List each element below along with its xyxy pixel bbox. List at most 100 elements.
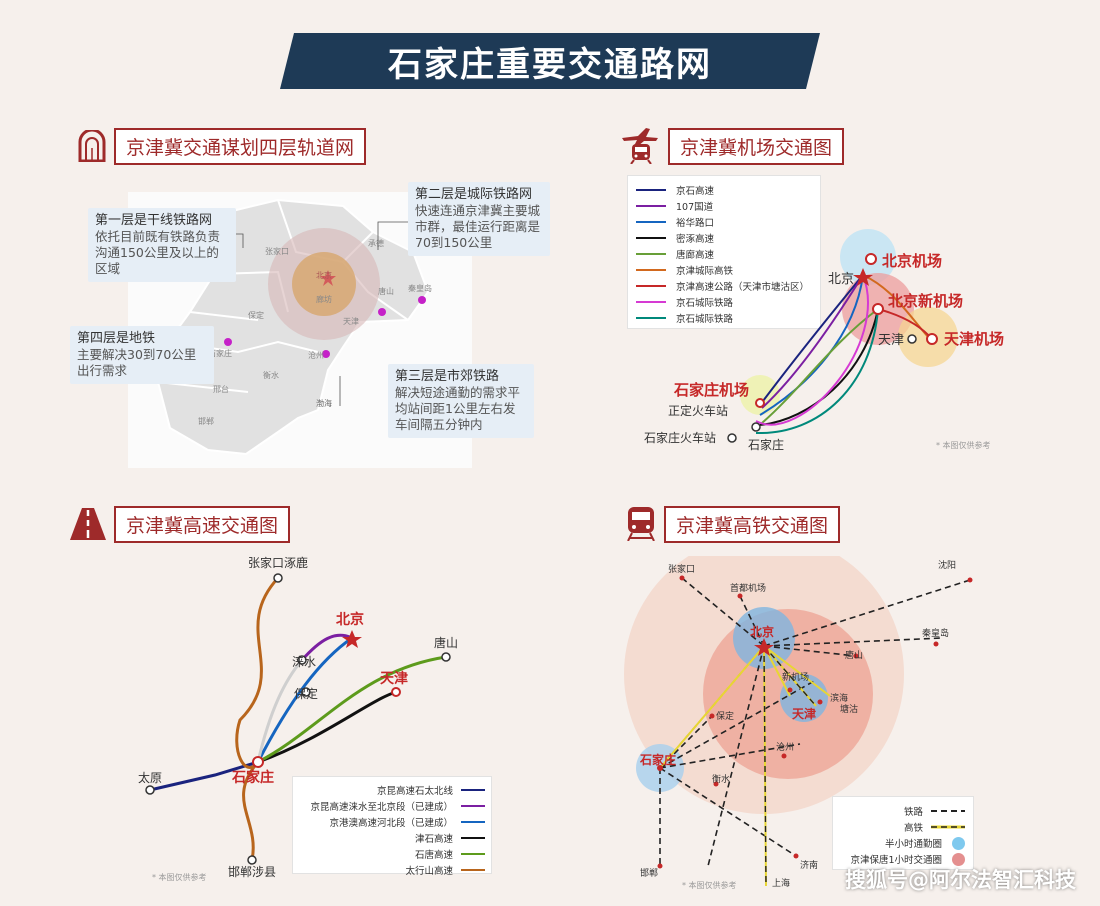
layer4-title: 第四层是地铁 xyxy=(77,331,156,346)
label-shijiazhuang: 石家庄 xyxy=(208,348,232,358)
route-jingshi-intercity-teal xyxy=(755,308,879,435)
hsr-legend-rail: 铁路 xyxy=(841,803,965,819)
hsr-legend-one-hour: 京津保唐1小时交通圈 xyxy=(841,851,965,867)
hsr-section-title: 京津冀高铁交通图 xyxy=(664,505,841,543)
hw-jingkun-laishui xyxy=(300,633,353,662)
airport-note: * 本图仅供参考 xyxy=(936,440,991,450)
train-icon xyxy=(627,507,655,541)
airport-legend-item: 京津城际高铁 xyxy=(636,262,820,278)
legend-label: 京津城际高铁 xyxy=(676,266,734,277)
label-tangshan: 唐山 xyxy=(845,649,863,661)
hsr-legend: 铁路 高铁 半小时通勤圈 京津保唐1小时交通圈 xyxy=(832,796,974,870)
label-baoding: 保定 xyxy=(294,686,318,701)
label-tianjin: 天津 xyxy=(380,670,408,687)
highway-legend-item: 京昆高速涞水至北京段（已建成） xyxy=(293,798,485,814)
highway-legend-item: 津石高速 xyxy=(293,830,485,846)
hsr-legend-rail-label: 铁路 xyxy=(903,807,923,818)
airport-legend-item: 京津高速公路（天津市塘沽区） xyxy=(636,278,820,294)
legend-swatch xyxy=(461,789,485,791)
label-sjz: 石家庄 xyxy=(231,769,274,786)
beijing-star xyxy=(853,268,873,286)
label-tianjin: 天津 xyxy=(878,333,904,348)
route-tanglang-expressway xyxy=(761,308,879,424)
rail-section-title: 京津冀交通谋划四层轨道网 xyxy=(114,127,367,165)
label-tangshan: 唐山 xyxy=(434,635,458,650)
legend-swatch xyxy=(636,189,666,191)
legend-label: 唐廊高速 xyxy=(676,250,715,261)
legend-label: 密涿高速 xyxy=(676,234,715,245)
legend-swatch xyxy=(636,221,666,223)
legend-label: 京昆高速涞水至北京段（已建成） xyxy=(310,802,453,813)
title-banner xyxy=(280,33,820,89)
label-tianjin: 天津 xyxy=(343,316,359,326)
label-handan: 邯郸 xyxy=(640,867,658,879)
airport-legend-item: 京石城际铁路 xyxy=(636,294,820,310)
airport-legend-item: 京石高速 xyxy=(636,182,820,198)
hsr-note: * 本图仅供参考 xyxy=(682,880,737,890)
airport-legend-item: 裕华路口 xyxy=(636,214,820,230)
route-107-national xyxy=(761,274,864,409)
legend-swatch xyxy=(461,837,485,839)
hsr-dashed-swatch xyxy=(931,825,965,829)
label-qinhuangdao: 秦皇岛 xyxy=(408,283,432,293)
label-beijing: 北京 xyxy=(336,611,364,628)
label-hengshui: 衡水 xyxy=(263,370,279,380)
legend-swatch xyxy=(461,853,485,855)
hsr-legend-hsr: 高铁 xyxy=(841,819,965,835)
label-chengde: 承德 xyxy=(368,238,384,248)
label-sjz-station: 石家庄火车站 xyxy=(644,430,716,445)
label-shenyang: 沈阳 xyxy=(938,559,956,571)
page-title: 石家庄重要交通路网 xyxy=(388,44,712,85)
label-langfang: 廊坊 xyxy=(316,294,332,304)
layer3-title: 第三层是市郊铁路 xyxy=(395,369,500,384)
label-hengshui: 衡水 xyxy=(712,773,730,785)
layer3-body: 解决短途通勤的需求平均站间距1公里左右发车间隔五分钟内 xyxy=(395,385,521,432)
legend-swatch xyxy=(636,253,666,255)
label-beijing: 北京 xyxy=(750,624,774,639)
label-tianjin: 天津 xyxy=(792,706,816,721)
layer1-body: 依托目前既有铁路负责沟通150公里及以上的区域 xyxy=(95,229,221,276)
label-beijing: 北京 xyxy=(828,272,854,287)
label-beijing: 北京 xyxy=(316,270,332,280)
airport-section-header: 京津冀机场交通图 xyxy=(620,127,845,165)
legend-swatch xyxy=(636,205,666,207)
label-cangzhou: 沧州 xyxy=(776,741,794,753)
rail-section-header: 京津冀交通谋划四层轨道网 xyxy=(78,127,367,165)
label-zhangjiakou: 张家口 xyxy=(265,246,289,256)
layer4-body: 主要解决30到70公里出行需求 xyxy=(77,347,197,378)
label-handan: 邯郸 xyxy=(198,416,214,426)
beijing-star xyxy=(342,630,362,648)
rail-layer4-callout: 第四层是地铁 主要解决30到70公里出行需求 xyxy=(70,326,214,384)
legend-swatch xyxy=(636,317,666,319)
legend-label: 津石高速 xyxy=(414,834,453,845)
legend-label: 京昆高速石太北线 xyxy=(376,786,453,797)
beijing-star xyxy=(754,638,774,656)
hsr-legend-half-hour: 半小时通勤圈 xyxy=(841,835,965,851)
legend-swatch xyxy=(636,285,666,287)
hw-grey xyxy=(256,659,304,763)
hsr-legend-half-hour-label: 半小时通勤圈 xyxy=(884,839,942,850)
label-sjz-airport: 石家庄机场 xyxy=(673,381,749,399)
label-baoding: 保定 xyxy=(716,710,734,722)
label-zjk: 张家口 xyxy=(668,563,695,575)
hw-jinshi xyxy=(257,690,397,764)
legend-label: 京港澳高速河北段（已建成） xyxy=(329,818,453,829)
highway-legend-item: 京昆高速石太北线 xyxy=(293,782,485,798)
one-hour-swatch xyxy=(952,852,965,866)
airport-section-title: 京津冀机场交通图 xyxy=(668,127,845,165)
legend-label: 京石城际铁路 xyxy=(676,298,734,309)
legend-label: 京津高速公路（天津市塘沽区） xyxy=(676,282,810,293)
label-sjz: 石家庄 xyxy=(748,437,784,452)
layer2-title: 第二层是城际铁路网 xyxy=(415,187,533,202)
rail-layer3-callout: 第三层是市郊铁路 解决短途通勤的需求平均站间距1公里左右发车间隔五分钟内 xyxy=(388,364,534,438)
label-bj-airport: 北京机场 xyxy=(882,252,942,270)
rail-layer2-callout: 第二层是城际铁路网 快速连通京津冀主要城市群，最佳运行距离是70到150公里 xyxy=(408,182,550,256)
airport-legend-item: 京石城际铁路 xyxy=(636,310,820,326)
hsr-legend-hsr-label: 高铁 xyxy=(903,823,923,834)
highway-legend-item: 石唐高速 xyxy=(293,846,485,862)
label-binhai: 滨海 xyxy=(830,692,848,704)
highway-legend-item: 京港澳高速河北段（已建成） xyxy=(293,814,485,830)
label-qinhuangdao: 秦皇岛 xyxy=(922,627,949,639)
legend-label: 裕华路口 xyxy=(676,218,715,229)
tunnel-icon xyxy=(78,130,106,162)
